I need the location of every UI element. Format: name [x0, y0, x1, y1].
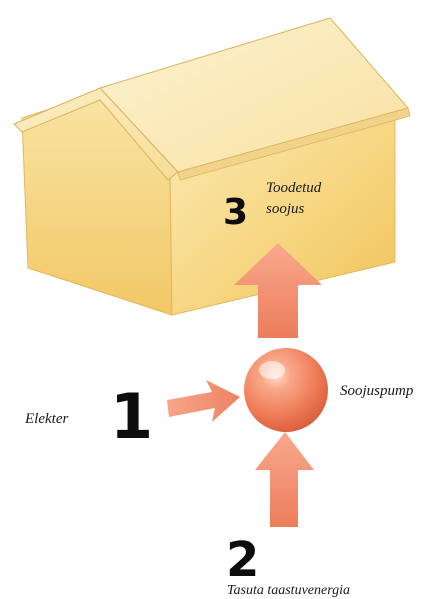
label-electricity: Elekter: [24, 411, 68, 427]
label-produced-heat-line2: soojus: [266, 201, 305, 217]
step-number-1: 1: [110, 380, 153, 453]
label-renewable-energy: Tasuta taastuvenergia: [227, 583, 350, 598]
house-roof-edge: [177, 107, 411, 181]
label-heat-pump: Soojuspump: [340, 383, 414, 399]
label-produced-heat-line1: Toodetud: [266, 180, 322, 196]
house: [13, 17, 411, 316]
step-number-3: 3: [223, 192, 248, 233]
sphere-highlight: [259, 361, 285, 379]
arrow-right-electricity: [167, 380, 240, 422]
arrow-up-to-house: [234, 243, 322, 338]
arrow-up-renewable: [255, 432, 314, 527]
step-number-2: 2: [226, 532, 259, 588]
heat-pump-sphere: [244, 348, 328, 432]
